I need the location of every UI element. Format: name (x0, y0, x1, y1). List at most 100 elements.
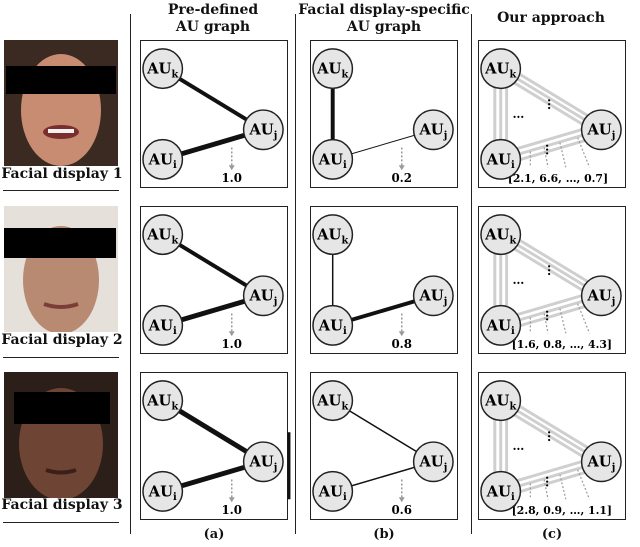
svg-text:AUk: AUk (146, 393, 178, 413)
edge-weight-b-row2: 0.8 (391, 337, 412, 351)
face-caption-1: Facial display 1 (1, 166, 123, 182)
node-au-j: AUj (580, 441, 622, 483)
node-au-i: AUi (312, 470, 354, 512)
svg-text:AUi: AUi (318, 483, 347, 503)
node-au-k: AUk (312, 48, 354, 90)
node-au-k: AUk (142, 48, 184, 90)
header-col-c: Our approach (478, 10, 624, 27)
row-separator-1 (3, 190, 119, 191)
header-col-a: Pre-defined AU graph (150, 2, 276, 36)
row-separator-2 (3, 357, 119, 358)
node-au-i: AUi (142, 304, 184, 346)
face-photo-2 (4, 206, 118, 332)
panel-a-row2: 1.0 AUk AUj AUi (140, 206, 288, 354)
node-au-k: AUk (480, 214, 522, 256)
svg-text:AUi: AUi (148, 151, 177, 171)
svg-text:AUk: AUk (316, 227, 348, 247)
panel-b-row1: 0.2 AUk AUj AUi (310, 40, 458, 188)
svg-text:AUi: AUi (318, 317, 347, 337)
node-au-k: AUk (480, 48, 522, 90)
column-label-a: (a) (203, 527, 225, 542)
svg-text:AUi: AUi (148, 483, 177, 503)
svg-text:AUj: AUj (248, 454, 277, 474)
node-au-i: AUi (480, 304, 522, 346)
svg-text:AUk: AUk (484, 61, 516, 81)
node-au-k: AUk (142, 380, 184, 422)
panel-b-row2: 0.8 AUk AUj AUi (310, 206, 458, 354)
svg-text:AUj: AUj (586, 122, 615, 142)
node-au-i: AUi (312, 304, 354, 346)
edge-weight-a-row3: 1.0 (221, 503, 242, 517)
node-au-i: AUi (480, 138, 522, 180)
svg-text:AUj: AUj (248, 122, 277, 142)
svg-text:…: … (543, 144, 557, 156)
face-caption-2: Facial display 2 (1, 332, 123, 348)
header-col-b-line2: AU graph (346, 19, 422, 35)
panel-b-row3: 0.6 AUk AUj AUi (310, 372, 458, 520)
node-au-i: AUi (312, 138, 354, 180)
face-photo-3 (4, 372, 118, 498)
vector-c-row3: [2.8, 0.9, …, 1.1] (512, 504, 612, 517)
node-au-j: AUj (242, 275, 284, 317)
node-au-k: AUk (480, 380, 522, 422)
face-caption-3: Facial display 3 (1, 497, 123, 513)
svg-text:…: … (545, 430, 559, 442)
column-divider-middle (295, 14, 296, 534)
svg-text:AUj: AUj (586, 288, 615, 308)
svg-text:…: … (513, 273, 525, 287)
svg-text:AUi: AUi (486, 483, 515, 503)
node-au-k: AUk (312, 380, 354, 422)
node-au-k: AUk (142, 214, 184, 256)
ellipsis-vertical: … (513, 107, 525, 121)
svg-text:AUj: AUj (248, 288, 277, 308)
svg-text:…: … (513, 439, 525, 453)
svg-text:AUj: AUj (418, 122, 447, 142)
svg-text:AUi: AUi (148, 317, 177, 337)
header-col-b-line1: Facial display-specific (298, 2, 470, 18)
svg-text:AUi: AUi (318, 151, 347, 171)
node-au-i: AUi (480, 470, 522, 512)
node-au-j: AUj (580, 109, 622, 151)
svg-text:AUi: AUi (486, 317, 515, 337)
header-col-a-line1: Pre-defined (167, 2, 259, 18)
node-au-k: AUk (312, 214, 354, 256)
svg-text:…: … (543, 310, 557, 322)
svg-text:…: … (543, 476, 557, 488)
vector-c-row2: [1.6, 0.8, …, 4.3] (512, 338, 612, 351)
header-col-b: Facial display-specific AU graph (296, 2, 472, 36)
node-au-j: AUj (412, 441, 454, 483)
svg-text:AUk: AUk (484, 227, 516, 247)
column-label-c: (c) (541, 527, 563, 542)
svg-text:AUk: AUk (146, 61, 178, 81)
header-col-a-line2: AU graph (175, 19, 251, 35)
panel-c-row2: … … … [1.6, 0.8, …, 4.3] AUk AUj AUi (478, 206, 626, 354)
svg-text:AUj: AUj (418, 454, 447, 474)
svg-text:AUk: AUk (146, 227, 178, 247)
svg-text:AUj: AUj (418, 288, 447, 308)
svg-text:…: … (545, 264, 559, 276)
svg-text:AUk: AUk (484, 393, 516, 413)
svg-text:AUk: AUk (316, 393, 348, 413)
panel-a-row3: 1.0 AUk AUj AUi (140, 372, 291, 520)
svg-text:AUk: AUk (316, 61, 348, 81)
edge-weight-a-row1: 1.0 (221, 171, 242, 185)
edge-weight-b-row1: 0.2 (391, 171, 412, 185)
column-divider-right (471, 14, 472, 534)
node-au-j: AUj (580, 275, 622, 317)
node-au-j: AUj (242, 109, 284, 151)
node-au-j: AUj (242, 441, 284, 483)
panel-c-row1: … … … [2.1, 6.6, …, 0.7] AUk AUj AUi (478, 40, 626, 188)
node-au-i: AUi (142, 470, 184, 512)
face-photo-1 (4, 40, 118, 166)
svg-text:AUj: AUj (586, 454, 615, 474)
header-col-c-line1: Our approach (497, 10, 605, 26)
row-separator-3 (3, 522, 119, 523)
node-au-j: AUj (412, 275, 454, 317)
vector-c-row1: [2.1, 6.6, …, 0.7] (508, 172, 608, 185)
column-divider-left (130, 14, 131, 534)
panel-a-row1: 1.0 AUk AUj AUi (140, 40, 288, 188)
node-au-j: AUj (412, 109, 454, 151)
node-au-i: AUi (142, 138, 184, 180)
svg-text:AUi: AUi (486, 151, 515, 171)
edge-weight-b-row3: 0.6 (391, 503, 412, 517)
